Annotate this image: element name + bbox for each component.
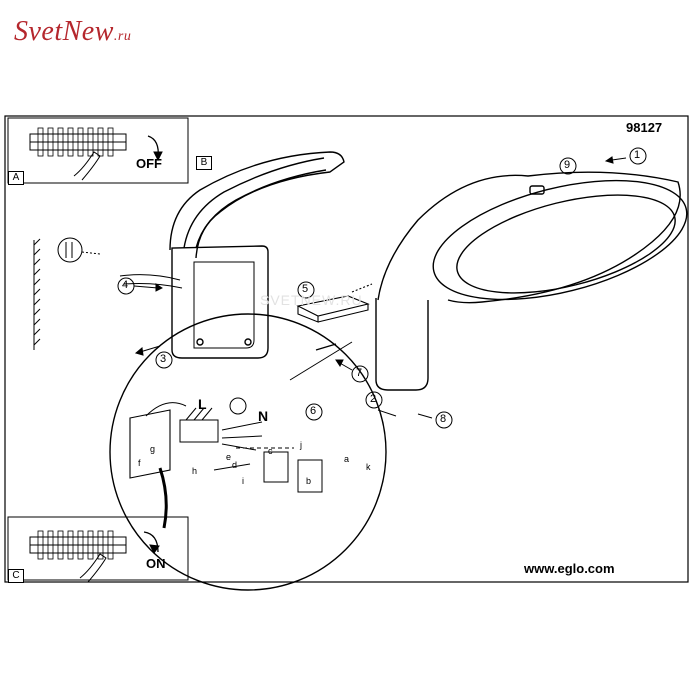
panel-c-tag: C bbox=[8, 569, 24, 583]
part-b: b bbox=[306, 476, 312, 486]
breaker-block-on bbox=[29, 530, 160, 583]
panel-b-tag: B bbox=[196, 156, 212, 170]
step-2: 2 bbox=[370, 393, 377, 405]
leader-line bbox=[289, 341, 353, 381]
panel-c-frame bbox=[7, 516, 189, 581]
part-e: e bbox=[226, 452, 232, 462]
step-9: 9 bbox=[564, 159, 571, 171]
wiring-detail bbox=[109, 313, 387, 591]
direction-arrows bbox=[133, 156, 627, 419]
step-markers bbox=[117, 147, 647, 429]
website-url: www.eglo.com bbox=[524, 561, 615, 576]
part-i: i bbox=[242, 476, 244, 486]
step-6: 6 bbox=[310, 405, 317, 417]
part-g: g bbox=[150, 444, 156, 454]
watermark: SVETNEW.RU bbox=[260, 292, 363, 308]
model-number: 98127 bbox=[626, 120, 663, 135]
dowel-icon bbox=[57, 237, 101, 263]
step-1: 1 bbox=[634, 149, 641, 161]
panel-a-frame bbox=[7, 117, 189, 184]
lamp-head bbox=[375, 171, 688, 391]
part-h: h bbox=[192, 466, 198, 476]
part-k: k bbox=[366, 462, 371, 472]
live-label: L bbox=[198, 396, 207, 412]
part-a: a bbox=[344, 454, 350, 464]
lamp-bracket bbox=[119, 151, 345, 359]
logo-tld: .ru bbox=[113, 29, 132, 44]
part-c: c bbox=[268, 446, 273, 456]
switch-off-label: OFF bbox=[136, 156, 162, 171]
step-4: 4 bbox=[122, 279, 129, 291]
wall-hatch bbox=[33, 238, 41, 350]
logo-brand: SvetNew bbox=[14, 16, 114, 47]
step-8: 8 bbox=[440, 413, 447, 425]
terminal-block bbox=[296, 283, 373, 323]
step-3: 3 bbox=[160, 353, 167, 365]
step-5: 5 bbox=[302, 283, 309, 295]
part-d: d bbox=[232, 460, 238, 470]
breaker-block-off bbox=[29, 127, 163, 181]
switch-on-label: ON bbox=[146, 556, 166, 571]
site-logo: SvetNew.ru bbox=[14, 16, 131, 48]
step-7: 7 bbox=[356, 367, 363, 379]
part-f: f bbox=[138, 458, 141, 468]
part-j: j bbox=[300, 440, 302, 450]
sheet-frame bbox=[4, 115, 689, 583]
panel-a-tag: A bbox=[8, 171, 24, 185]
screw-icon bbox=[315, 343, 337, 351]
neutral-label: N bbox=[258, 408, 269, 424]
